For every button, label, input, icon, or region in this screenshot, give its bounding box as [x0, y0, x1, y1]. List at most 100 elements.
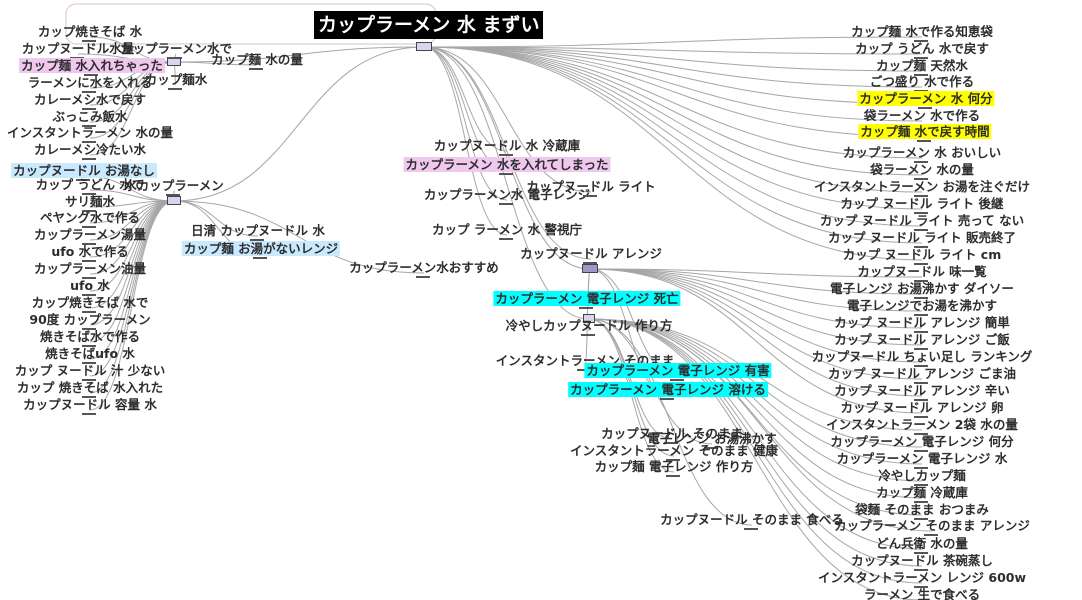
keyword-node[interactable]: カップ麺 冷蔵庫	[876, 485, 968, 500]
keyword-node[interactable]: カレーメシ冷たい水	[33, 142, 147, 157]
root-title[interactable]: カップラーメン 水 まずい	[314, 11, 544, 39]
node-marker	[914, 382, 928, 384]
keyword-node[interactable]: ぶっこみ飯水	[52, 109, 128, 124]
keyword-node[interactable]: 袋麺 そのまま おつまみ	[855, 502, 989, 517]
keyword-node[interactable]: カップ麺 水で戻す時間	[858, 124, 992, 139]
keyword-node[interactable]: カップヌードル そのまま	[601, 426, 743, 441]
node-marker	[914, 74, 928, 76]
keyword-node[interactable]: カップラーメン 電子レンジ 水	[836, 451, 1008, 466]
keyword-node[interactable]: カップヌードル ちょい足し ランキング	[811, 349, 1033, 364]
node-marker	[914, 348, 928, 350]
keyword-node[interactable]: カップヌードル アレンジ	[520, 246, 662, 261]
keyword-node[interactable]: インスタントラーメン お湯を注ぐだけ	[813, 179, 1031, 194]
keyword-node[interactable]: カップ うどん 水で戻す	[855, 41, 989, 56]
keyword-node[interactable]: 電子レンジ お湯沸かす	[647, 431, 777, 446]
hub-node-h2[interactable]	[167, 196, 181, 205]
node-marker	[704, 447, 718, 449]
keyword-node[interactable]: カップラーメン 電子レンジ 溶ける	[568, 382, 768, 397]
node-marker	[82, 210, 96, 212]
node-marker	[664, 442, 678, 444]
node-marker	[499, 154, 513, 156]
keyword-node[interactable]: カップラーメン油量	[33, 261, 147, 276]
keyword-node[interactable]: カップ麺 お湯がないレンジ	[181, 241, 341, 256]
keyword-node[interactable]: カップヌードル水量	[21, 41, 135, 56]
keyword-node[interactable]: カップラーメン そのまま アレンジ	[834, 518, 1030, 533]
keyword-node[interactable]: カップラーメン水おすすめ	[349, 260, 499, 275]
keyword-node[interactable]: カップヌードル お湯なし	[11, 163, 157, 178]
keyword-node[interactable]: カップ ラーメン 水 警視庁	[431, 222, 583, 237]
keyword-node[interactable]: ラーメン 生で食べる	[863, 587, 981, 600]
keyword-node[interactable]: カップラーメン 水 何分	[857, 91, 995, 106]
keyword-node[interactable]: 焼きそば水で作る	[39, 329, 141, 344]
keyword-node[interactable]: カップヌードル 水 冷蔵庫	[433, 138, 581, 153]
keyword-node[interactable]: カップラーメン 電子レンジ 何分	[830, 434, 1014, 449]
keyword-node[interactable]: カップ焼きそば 水で	[31, 295, 149, 310]
keyword-node[interactable]: カップ ヌードル アレンジ ご飯	[834, 332, 1010, 347]
keyword-node[interactable]: カップ ヌードル アレンジ 簡単	[834, 315, 1010, 330]
keyword-node[interactable]: 日清 カップヌードル 水	[191, 223, 325, 238]
keyword-node[interactable]: カップ焼きそば 水	[37, 24, 143, 39]
keyword-node[interactable]: カップヌードル 茶碗蒸し	[851, 553, 993, 568]
keyword-node[interactable]: カップ麺水	[144, 72, 208, 87]
keyword-node[interactable]: ufo 水	[70, 278, 110, 293]
keyword-node[interactable]: カップラーメン 電子レンジ 有害	[584, 363, 772, 378]
keyword-node[interactable]: カップヌードル 味一覧	[857, 264, 987, 279]
node-marker	[914, 297, 928, 299]
node-marker	[914, 569, 928, 571]
keyword-node[interactable]: カップラーメン 水 おいしい	[842, 145, 1002, 160]
keyword-node[interactable]: カップヌードル そのまま 食べる	[660, 512, 844, 527]
hub-node-h4[interactable]	[583, 314, 595, 323]
keyword-node[interactable]: カップ麺 水の量	[211, 52, 303, 67]
keyword-node[interactable]: 冷やしカップ麺	[878, 468, 966, 483]
keyword-node[interactable]: 袋ラーメン 水で作る	[863, 108, 981, 123]
keyword-node[interactable]: 焼きそばufo 水	[45, 346, 135, 361]
keyword-node[interactable]: カップ ヌードル アレンジ 辛い	[834, 383, 1010, 398]
keyword-node[interactable]: カップラーメン湯量	[33, 227, 147, 242]
keyword-node[interactable]: どん兵衛 水の量	[876, 536, 968, 551]
keyword-node[interactable]: 袋ラーメン 水の量	[870, 162, 974, 177]
keyword-node[interactable]: カップ ヌードル アレンジ ごま油	[827, 366, 1017, 381]
keyword-node[interactable]: カップ麺 水で作る知恵袋	[851, 24, 993, 39]
keyword-node[interactable]: カップ麺 電子レンジ 作り方	[594, 459, 754, 474]
keyword-node[interactable]: インスタントラーメン 水の量	[6, 125, 174, 140]
keyword-node[interactable]: カレーメシ水で戻す	[33, 92, 147, 107]
edge-l48	[423, 46, 923, 72]
hub-node-h3[interactable]	[582, 264, 598, 273]
node-marker	[168, 57, 182, 59]
keyword-node[interactable]: カップヌードル ライト	[526, 179, 656, 194]
keyword-node[interactable]: 冷やしカップヌードル 作り方	[505, 318, 673, 333]
keyword-node[interactable]: カップラーメン 電子レンジ 死亡	[493, 291, 681, 306]
keyword-node[interactable]: カップ麺 水入れちゃった	[19, 58, 165, 73]
node-marker	[914, 586, 928, 588]
keyword-node[interactable]: カップ麺 天然水	[876, 58, 968, 73]
keyword-node[interactable]: ラーメンに水を入れる	[27, 75, 153, 90]
keyword-node[interactable]: サリ麺水	[64, 194, 116, 209]
keyword-node[interactable]: 電子レンジ お湯沸かす ダイソー	[830, 281, 1014, 296]
keyword-node[interactable]: カップ ヌードル ライト 販売終了	[827, 230, 1017, 245]
node-marker	[744, 528, 758, 530]
keyword-node[interactable]: カップラーメン 水を入れてしまった	[403, 157, 611, 172]
keyword-node[interactable]: カップ ヌードル ライト 後継	[840, 196, 1004, 211]
keyword-node[interactable]: カップ ヌードル 汁 少ない	[14, 363, 166, 378]
keyword-node[interactable]: カップラーメン水 電子レンジ	[423, 187, 591, 202]
keyword-node[interactable]: カップ 焼きそば 水入れた	[16, 380, 164, 395]
keyword-node[interactable]: カップ ヌードル アレンジ 卵	[840, 400, 1004, 415]
keyword-node[interactable]: カップヌードル 容量 水	[23, 397, 157, 412]
keyword-node[interactable]: ごつ盛り 水で作る	[869, 74, 975, 89]
keyword-node[interactable]: 水カップラーメン	[124, 178, 224, 193]
keyword-node[interactable]: 90度 カップラーメン	[29, 312, 151, 327]
keyword-node[interactable]: インスタントラーメン レンジ 600w	[817, 570, 1027, 585]
node-marker	[914, 484, 928, 486]
keyword-node[interactable]: カップラーメン水で	[119, 41, 233, 56]
hub-node-t[interactable]	[416, 42, 432, 51]
keyword-node[interactable]: インスタントラーメン そのまま 健康	[570, 443, 778, 458]
keyword-node[interactable]: カップ ヌードル ライト cm	[842, 247, 1002, 262]
keyword-node[interactable]: ペヤング水で作る	[39, 210, 141, 225]
keyword-node[interactable]: カップ ヌードル ライト 売って ない	[819, 213, 1025, 228]
keyword-node[interactable]: ufo 水で作る	[51, 244, 129, 259]
node-marker	[914, 263, 928, 265]
keyword-node[interactable]: カップ うどん 水で	[35, 177, 145, 192]
keyword-node[interactable]: インスタントラーメン 2袋 水の量	[826, 417, 1018, 432]
node-marker	[660, 398, 674, 400]
keyword-node[interactable]: 電子レンジでお湯を沸かす	[846, 298, 998, 313]
